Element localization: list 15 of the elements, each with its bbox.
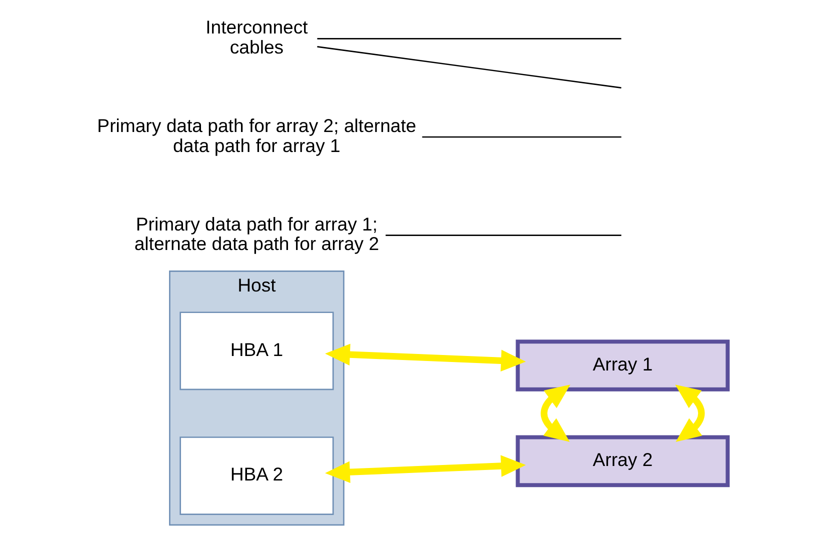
- connector: [317, 46, 622, 88]
- arrow: [675, 384, 705, 442]
- node-box: HBA 1: [180, 312, 334, 390]
- node-text: Primary data path for array 1; alternate data path for array 2: [134, 213, 380, 254]
- arrow: [325, 455, 526, 483]
- arrow: [540, 384, 570, 442]
- node-box: Array 2: [516, 435, 730, 488]
- arrow: [325, 344, 526, 372]
- connector: [386, 234, 622, 236]
- node-box: Array 1: [516, 340, 730, 392]
- node-text: Interconnect cables: [206, 16, 308, 58]
- node-text: Primary data path for array 2; alternate data path for array 1: [97, 114, 416, 156]
- node-box: HBA 2: [180, 436, 334, 515]
- connector: [422, 136, 622, 138]
- connector: [317, 38, 622, 40]
